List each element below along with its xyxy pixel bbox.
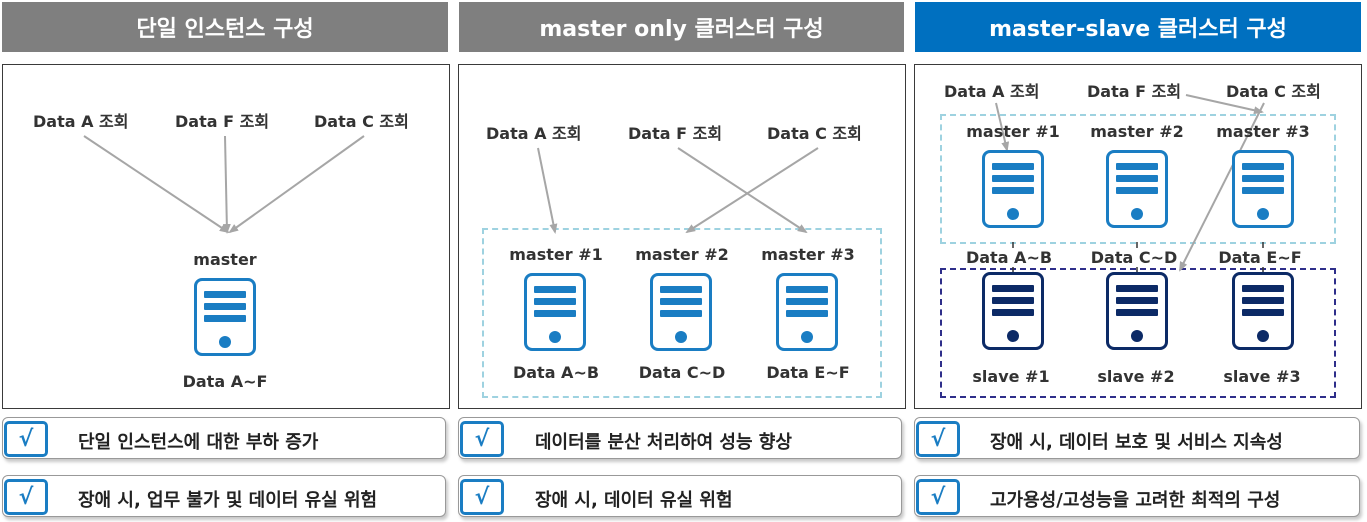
master-label: master #2 — [1090, 122, 1184, 141]
note-row — [458, 417, 902, 459]
query-label: Data C 조회 — [1226, 82, 1321, 101]
note-row — [914, 475, 1360, 517]
server-icon — [650, 273, 712, 351]
query-label: Data A 조회 — [486, 124, 582, 143]
note-text: 데이터를 분산 처리하여 성능 향상 — [535, 432, 792, 453]
slave-server-icon — [982, 272, 1044, 350]
master-group — [940, 114, 1336, 244]
note-text: 고가용성/고성능을 고려한 최적의 구성 — [990, 490, 1281, 511]
query-label: Data F 조회 — [1087, 82, 1182, 101]
header-single-instance: 단일 인스턴스 구성 — [2, 2, 448, 52]
checkmark-icon: √ — [4, 479, 48, 515]
note-row — [2, 417, 446, 459]
slave-server-icon — [1232, 272, 1294, 350]
note-text: 장애 시, 업무 불가 및 데이터 유실 위험 — [78, 490, 378, 511]
master-label: master #1 — [509, 245, 603, 264]
header-master-slave-title: master-slave 클러스터 구성 — [989, 17, 1287, 42]
slave-label: slave #3 — [1223, 367, 1301, 386]
slave-server-icon — [1106, 272, 1168, 350]
server-icon — [776, 273, 838, 351]
query-label: Data C 조회 — [314, 112, 409, 131]
query-label: Data F 조회 — [628, 124, 723, 143]
server-icon — [1106, 150, 1168, 228]
note-row — [914, 417, 1360, 459]
header-master-slave: master-slave 클러스터 구성 — [915, 2, 1361, 52]
data-range-label: Data A~B — [965, 248, 1053, 267]
server-icon — [1232, 150, 1294, 228]
slave-group — [940, 268, 1336, 398]
slave-label: slave #1 — [972, 367, 1050, 386]
note-text: 장애 시, 데이터 유실 위험 — [535, 490, 733, 511]
data-range-label: Data E~F — [766, 363, 850, 382]
master-label: master #3 — [1216, 122, 1310, 141]
panel-master-slave — [914, 64, 1362, 409]
data-range-label: Data C~D — [638, 363, 726, 382]
note-row — [2, 475, 446, 517]
note-text: 장애 시, 데이터 보호 및 서비스 지속성 — [990, 432, 1283, 453]
data-range-label: Data A~F — [182, 372, 268, 391]
server-icon — [524, 273, 586, 351]
header-master-only: master only 클러스터 구성 — [459, 2, 904, 52]
checkmark-icon: √ — [4, 421, 48, 457]
master-label: master — [193, 250, 257, 269]
master-label: master #1 — [966, 122, 1060, 141]
master-label: master #3 — [761, 245, 855, 264]
header-master-only-title: master only 클러스터 구성 — [539, 17, 824, 42]
note-text: 단일 인스턴스에 대한 부하 증가 — [78, 432, 319, 453]
query-label: Data A 조회 — [33, 112, 129, 131]
master-label: master #2 — [635, 245, 729, 264]
note-row — [458, 475, 902, 517]
checkmark-icon: √ — [460, 479, 504, 515]
checkmark-icon: √ — [916, 421, 960, 457]
slave-label: slave #2 — [1097, 367, 1175, 386]
data-range-label: Data C~D — [1090, 248, 1178, 267]
server-icon — [982, 150, 1044, 228]
header-single-title: 단일 인스턴스 구성 — [136, 17, 314, 42]
panel-master-only — [458, 64, 906, 409]
query-label: Data C 조회 — [767, 124, 862, 143]
server-icon — [194, 278, 256, 356]
checkmark-icon: √ — [916, 479, 960, 515]
data-range-label: Data E~F — [1218, 248, 1302, 267]
data-range-label: Data A~B — [512, 363, 600, 382]
query-label: Data F 조회 — [175, 112, 270, 131]
checkmark-icon: √ — [460, 421, 504, 457]
query-label: Data A 조회 — [944, 82, 1040, 101]
